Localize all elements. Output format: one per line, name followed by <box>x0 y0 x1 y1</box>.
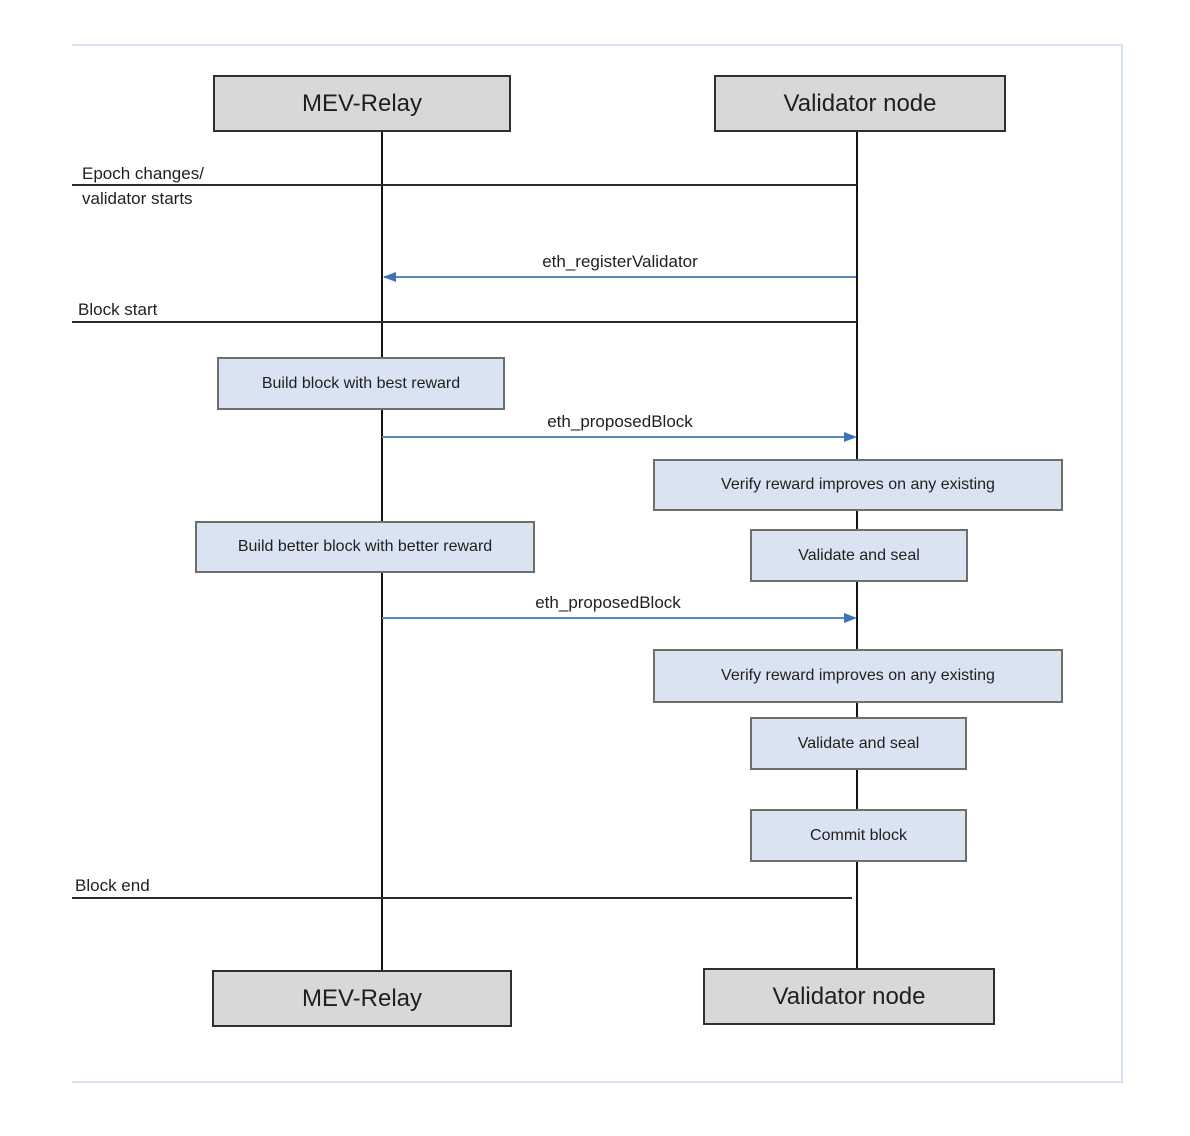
actor-label: MEV-Relay <box>301 89 423 117</box>
arrowhead-right-icon <box>844 613 857 623</box>
actor-label: Validator node <box>772 982 926 1010</box>
message-label-register-validator: eth_registerValidator <box>542 252 698 271</box>
activity-box-validate-seal-2: Validate and seal <box>750 717 967 770</box>
actor-box-mev-relay-top: MEV-Relay <box>213 75 511 132</box>
activity-box-build-better-block: Build better block with better reward <box>195 521 535 573</box>
arrowhead-right-icon <box>844 432 857 442</box>
actor-label: MEV-Relay <box>301 984 423 1012</box>
message-label-proposed-block-1: eth_proposedBlock <box>547 412 693 431</box>
activity-label: Validate and seal <box>798 546 920 564</box>
phase-label-epoch-line1: Epoch changes/ <box>82 164 204 183</box>
phase-line-epoch <box>72 184 857 186</box>
message-arrow-proposed-block-1 <box>382 436 845 438</box>
phase-label-block-end: Block end <box>75 876 150 895</box>
activity-label: Build block with best reward <box>261 374 461 392</box>
phase-line-block-end <box>72 897 852 899</box>
actor-box-validator-top: Validator node <box>714 75 1006 132</box>
phase-label-block-start: Block start <box>78 300 158 319</box>
message-arrow-proposed-block-2 <box>382 617 845 619</box>
activity-label: Validate and seal <box>797 734 920 752</box>
actor-box-mev-relay-bottom: MEV-Relay <box>212 970 512 1027</box>
activity-label: Verify reward improves on any existing <box>721 667 995 684</box>
activity-label: Build better block with better reward <box>237 538 493 555</box>
activity-box-verify-reward-1: Verify reward improves on any existing <box>653 459 1063 511</box>
actor-label: Validator node <box>783 89 937 117</box>
phase-label-epoch-line2: validator starts <box>82 189 193 208</box>
message-label-proposed-block-2: eth_proposedBlock <box>535 593 681 612</box>
activity-box-build-block: Build block with best reward <box>217 357 505 410</box>
activity-label: Verify reward improves on any existing <box>721 476 995 493</box>
page-frame <box>72 44 1123 1083</box>
phase-line-block-start <box>72 321 857 323</box>
activity-label: Commit block <box>810 826 907 844</box>
message-arrow-register-validator <box>384 276 856 278</box>
activity-box-verify-reward-2: Verify reward improves on any existing <box>653 649 1063 703</box>
activity-box-validate-seal-1: Validate and seal <box>750 529 968 582</box>
activity-box-commit-block: Commit block <box>750 809 967 862</box>
arrowhead-left-icon <box>383 272 396 282</box>
actor-box-validator-bottom: Validator node <box>703 968 995 1025</box>
